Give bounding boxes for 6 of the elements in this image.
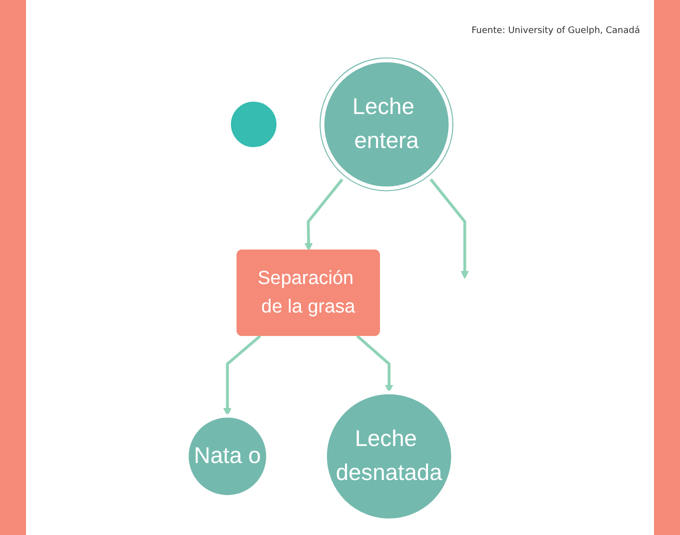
arrow xyxy=(304,177,344,251)
source-note: Fuente: University of Guelph, Canadá xyxy=(472,26,640,36)
arrow xyxy=(356,334,394,393)
arrow xyxy=(428,177,469,279)
arrow xyxy=(223,334,262,416)
node-circle xyxy=(230,102,276,148)
